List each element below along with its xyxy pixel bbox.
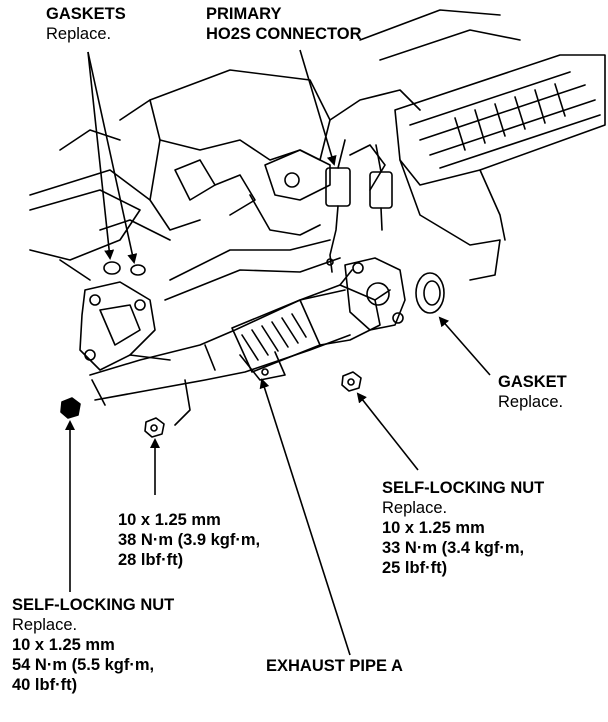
gasket-right-note: Replace. bbox=[498, 393, 564, 411]
nut-left-torque2: 40 lbf·ft) bbox=[12, 676, 78, 694]
ho2s-connector bbox=[325, 139, 393, 273]
center-size: 10 x 1.25 mm bbox=[118, 511, 221, 529]
nut-right-torque2: 25 lbf·ft) bbox=[382, 559, 448, 577]
gasket-right-title: GASKET bbox=[498, 373, 567, 391]
exhaust-pipe-a bbox=[89, 257, 406, 426]
nut-right-title: SELF-LOCKING NUT bbox=[382, 479, 545, 497]
leader-gasket-right bbox=[438, 316, 491, 376]
gaskets-title: GASKETS bbox=[46, 5, 126, 23]
nut-right-note: Replace. bbox=[382, 499, 448, 517]
leader-gaskets-2 bbox=[87, 51, 138, 264]
gaskets-note: Replace. bbox=[46, 25, 112, 43]
exhaust-pipe-title: EXHAUST PIPE A bbox=[266, 657, 403, 675]
self-locking-nut-left bbox=[60, 397, 81, 419]
leader-lines bbox=[65, 49, 491, 656]
center-torque1: 38 N·m (3.9 kgf·m, bbox=[118, 531, 261, 549]
self-locking-nut-right bbox=[341, 371, 362, 392]
leader-gaskets-1 bbox=[87, 51, 115, 260]
center-torque2: 28 lbf·ft) bbox=[118, 551, 184, 569]
nut-center bbox=[144, 417, 165, 438]
leader-ho2s bbox=[299, 49, 337, 166]
nut-left-title: SELF-LOCKING NUT bbox=[12, 596, 175, 614]
nut-right-torque1: 33 N·m (3.4 kgf·m, bbox=[382, 539, 525, 557]
nut-left-torque1: 54 N·m (5.5 kgf·m, bbox=[12, 656, 155, 674]
label-nut-left: SELF-LOCKING NUT Replace. 10 x 1.25 mm 5… bbox=[12, 595, 174, 695]
engine-block bbox=[29, 69, 421, 301]
nut-right-size: 10 x 1.25 mm bbox=[382, 519, 485, 537]
label-primary-ho2s: PRIMARY HO2S CONNECTOR bbox=[206, 4, 362, 44]
label-center-spec: 10 x 1.25 mm 38 N·m (3.9 kgf·m, 28 lbf·f… bbox=[118, 510, 260, 570]
leader-nut-right bbox=[356, 392, 419, 471]
gasket-ring-right bbox=[415, 272, 445, 314]
heat-shield bbox=[359, 9, 606, 281]
manifold-flange bbox=[79, 281, 171, 406]
label-gaskets: GASKETS Replace. bbox=[46, 4, 126, 44]
label-exhaust-pipe-a: EXHAUST PIPE A bbox=[266, 656, 403, 676]
ho2s-line1: PRIMARY bbox=[206, 5, 282, 23]
gasket-left-1 bbox=[103, 261, 121, 275]
gasket-left-2 bbox=[130, 264, 146, 276]
leader-exhaust-pipe bbox=[259, 378, 351, 656]
nut-left-note: Replace. bbox=[12, 616, 78, 634]
label-nut-right: SELF-LOCKING NUT Replace. 10 x 1.25 mm 3… bbox=[382, 478, 544, 578]
nut-left-size: 10 x 1.25 mm bbox=[12, 636, 115, 654]
ho2s-line2: HO2S CONNECTOR bbox=[206, 25, 362, 43]
label-gasket-right: GASKET Replace. bbox=[498, 372, 567, 412]
